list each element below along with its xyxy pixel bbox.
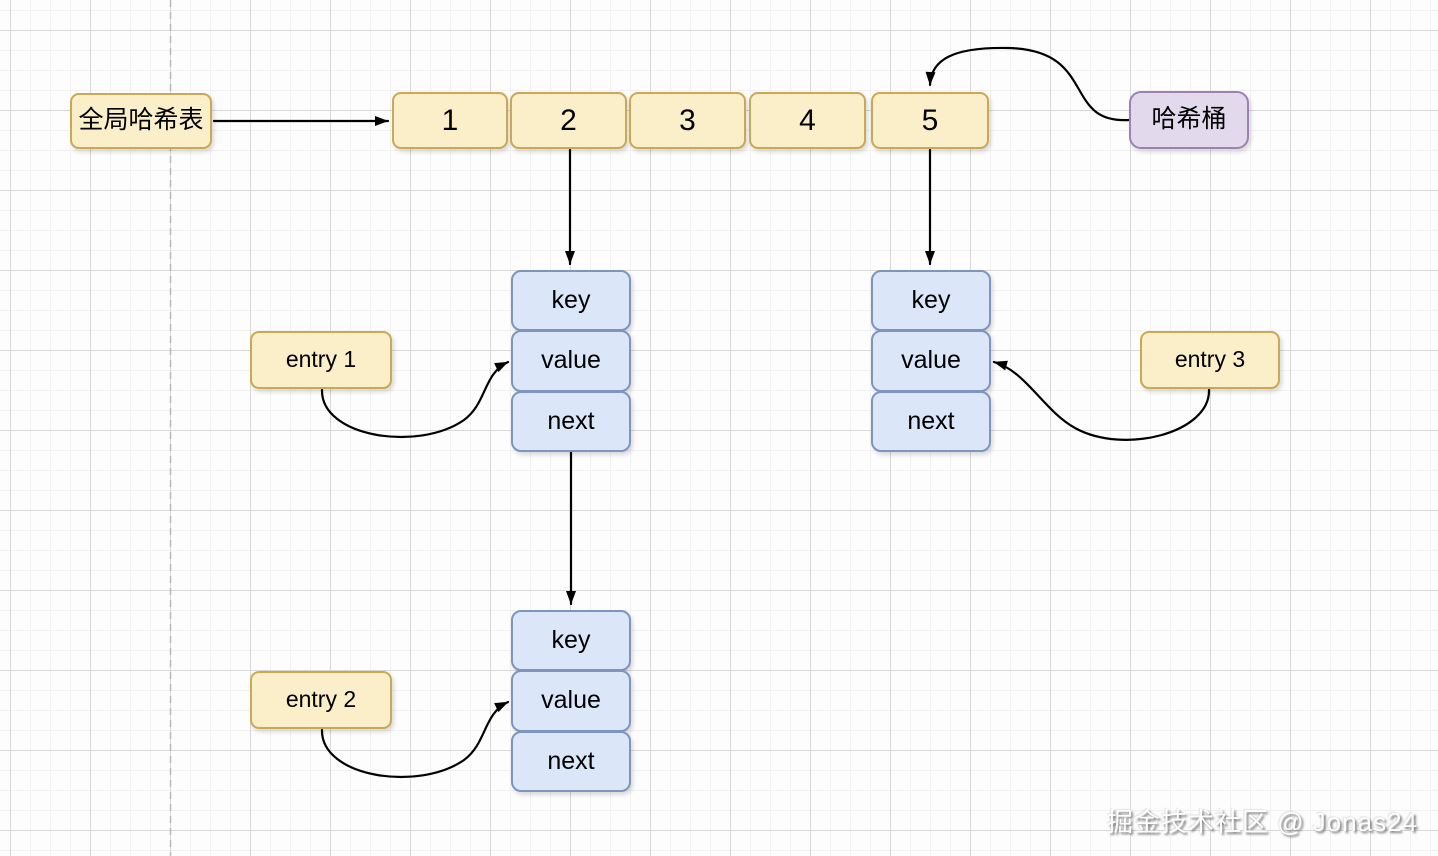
node-right-next: next: [871, 391, 991, 452]
entry-3-box: entry 3: [1140, 331, 1280, 389]
hash-bucket-box: 哈希桶: [1129, 91, 1249, 149]
node-middle-key: key: [511, 270, 631, 331]
node-bottom-next: next: [511, 731, 631, 792]
node-right-value: value: [871, 330, 991, 392]
hash-slot-1: 1: [392, 92, 508, 149]
entry-1-box: entry 1: [250, 331, 392, 389]
node-right-key: key: [871, 270, 991, 331]
node-middle-next: next: [511, 391, 631, 452]
node-bottom-key: key: [511, 610, 631, 671]
hash-slot-3: 3: [629, 92, 746, 149]
hash-slot-4: 4: [749, 92, 866, 149]
hash-slot-5: 5: [871, 92, 989, 149]
hash-slot-2: 2: [510, 92, 627, 149]
node-bottom-value: value: [511, 670, 631, 732]
node-middle-value: value: [511, 330, 631, 392]
watermark-text: 掘金技术社区 @ Jonas24: [1106, 807, 1418, 837]
entry-2-box: entry 2: [250, 671, 392, 729]
global-hash-table-box: 全局哈希表: [70, 93, 212, 149]
